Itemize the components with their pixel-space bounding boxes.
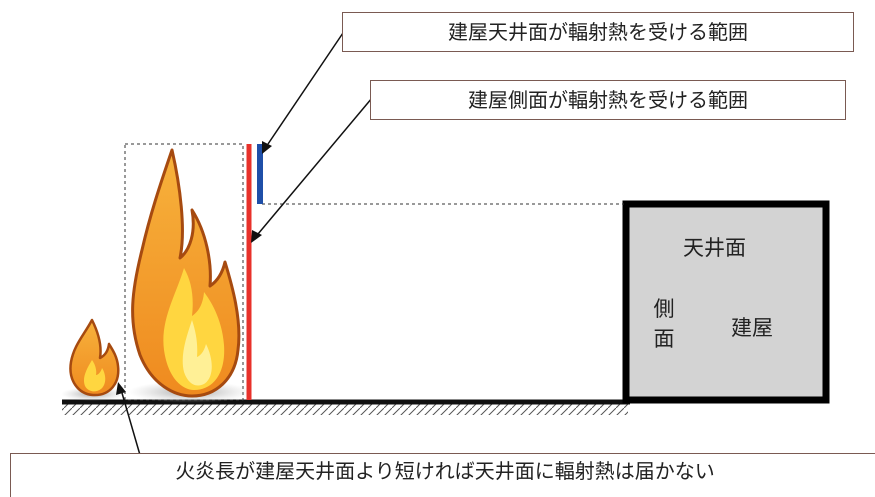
small-flame-icon — [69, 318, 120, 397]
side-range-arrow — [251, 97, 373, 243]
roof-range-callout: 建屋天井面が輻射熱を受ける範囲 — [342, 12, 854, 52]
side-range-callout: 建屋側面が輻射熱を受ける範囲 — [370, 80, 846, 120]
large-flame-icon — [131, 148, 241, 398]
roof-range-arrow — [262, 29, 346, 154]
side-surface-label: 側 面 — [653, 297, 675, 351]
building — [622, 200, 830, 404]
flame-length-note: 火炎長が建屋天井面より短ければ天井面に輻射熱は届かない — [10, 453, 875, 497]
building-label: 建屋 — [731, 316, 773, 340]
roof-surface-label: 天井面 — [683, 236, 746, 260]
ground-hatch — [62, 403, 628, 415]
flame-length-arrow — [116, 382, 141, 456]
